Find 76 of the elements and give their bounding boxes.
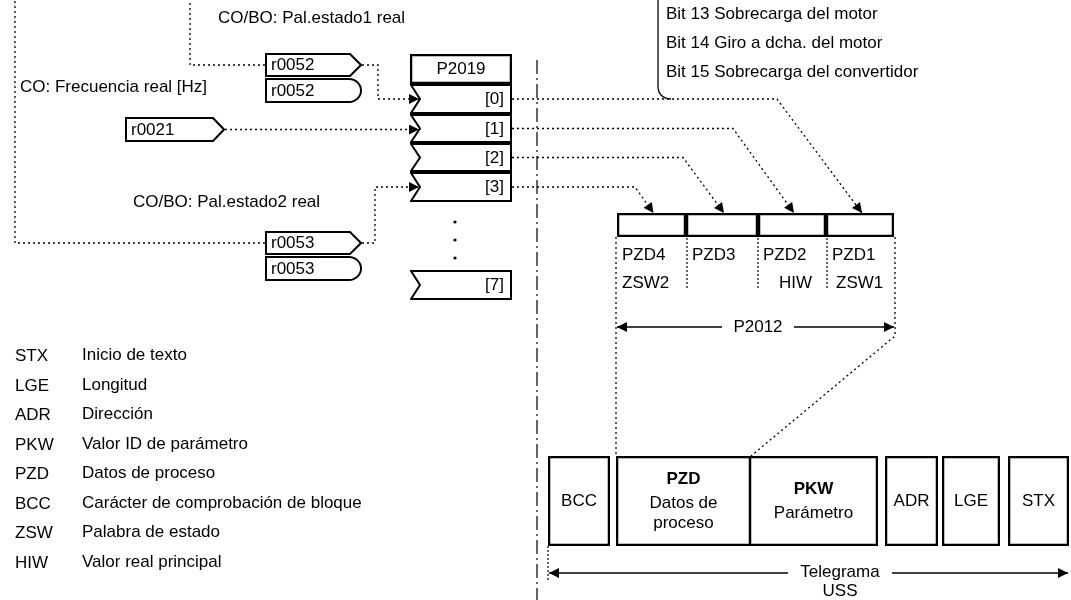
- abbreviation: HIW: [15, 552, 49, 573]
- telegram-field: [942, 456, 1000, 546]
- telegram-field: [548, 456, 610, 546]
- index-slot: [410, 114, 512, 143]
- index-label: [0]: [485, 89, 504, 109]
- field-label: STX: [1021, 491, 1056, 511]
- signal-line: [361, 64, 420, 104]
- abbreviation-meaning: Datos de proceso: [82, 463, 216, 483]
- output-connector: [125, 117, 225, 142]
- index-slot: [410, 143, 512, 172]
- telegram-field: [749, 456, 878, 546]
- output-connector: [265, 231, 362, 255]
- binector-connector: [265, 256, 362, 281]
- index-slot: [410, 172, 512, 202]
- bit-description: Bit 13 Sobrecarga del motor: [666, 4, 878, 24]
- telegram-field: [616, 456, 751, 546]
- signal-line: [224, 124, 420, 135]
- index-slot: [410, 84, 512, 114]
- signal-line: [189, 0, 266, 66]
- parameter-header: [410, 54, 512, 84]
- abbreviation: LGE: [15, 375, 50, 396]
- telegram-field: [885, 456, 938, 546]
- abbreviation-meaning: Valor real principal: [82, 551, 222, 572]
- bit-description: Bit 14 Giro a dcha. del motor: [666, 33, 883, 53]
- parameter-label: P2019: [436, 59, 486, 79]
- abbreviation-meaning: Palabra de estado: [82, 522, 220, 542]
- field-heading: PZD: [666, 469, 701, 489]
- signal-caption: CO: Frecuencia real [Hz]: [20, 77, 208, 97]
- projection-line: [750, 236, 896, 457]
- signal-line: [361, 182, 420, 244]
- abbreviation: PZD: [15, 464, 49, 484]
- abbreviation-meaning: Longitud: [82, 374, 148, 395]
- field-text: Parámetro: [772, 503, 855, 523]
- projection-line: [615, 236, 617, 457]
- abbreviation: STX: [15, 346, 49, 366]
- signal-line: [14, 0, 266, 244]
- signal-label: r0053: [271, 233, 315, 253]
- abbreviation-meaning: Carácter de comprobación de bloque: [82, 492, 362, 513]
- index-slot: [410, 270, 512, 300]
- signal-caption: CO/BO: Pal.estado1 real: [218, 8, 406, 28]
- signal-label: r0052: [271, 55, 315, 75]
- abbreviation: ADR: [15, 405, 51, 425]
- signal-label: r0021: [131, 119, 175, 140]
- word-label: PZD2: [763, 245, 807, 265]
- data-word-box: [686, 213, 758, 237]
- data-word-box: [826, 213, 894, 237]
- telegram-field: [1008, 456, 1069, 546]
- field-label: ADR: [893, 491, 930, 511]
- abbreviation: BCC: [15, 493, 51, 514]
- abbreviation: ZSW: [15, 523, 53, 543]
- field-text: Datos de proceso: [648, 493, 719, 533]
- word-label: PZD4: [622, 245, 666, 265]
- signal-label: r0052: [271, 80, 315, 101]
- word-label: ZSW2: [622, 273, 670, 293]
- index-label: [1]: [485, 118, 504, 139]
- abbreviation-meaning: Inicio de texto: [82, 345, 187, 365]
- word-label: ZSW1: [836, 273, 884, 293]
- abbreviation: PKW: [15, 434, 54, 455]
- data-word-box: [758, 213, 826, 237]
- abbreviation-meaning: Valor ID de parámetro: [82, 433, 248, 454]
- data-word-box: [617, 213, 686, 237]
- index-label: [7]: [485, 275, 504, 295]
- bit-description: Bit 15 Sobrecarga del convertidor: [666, 62, 919, 82]
- binector-connector: [265, 78, 362, 103]
- abbreviation-meaning: Dirección: [82, 404, 153, 424]
- index-label: [3]: [485, 177, 504, 197]
- output-connector: [265, 53, 362, 77]
- word-label: PZD1: [832, 245, 876, 265]
- field-heading: PKW: [793, 479, 834, 499]
- field-label: LGE: [954, 491, 988, 511]
- signal-label: r0053: [271, 258, 315, 279]
- word-label: PZD3: [692, 245, 736, 265]
- word-label: HIW: [779, 273, 813, 293]
- index-label: [2]: [485, 147, 504, 168]
- signal-caption: CO/BO: Pal.estado2 real: [133, 192, 321, 212]
- field-label: BCC: [561, 491, 597, 511]
